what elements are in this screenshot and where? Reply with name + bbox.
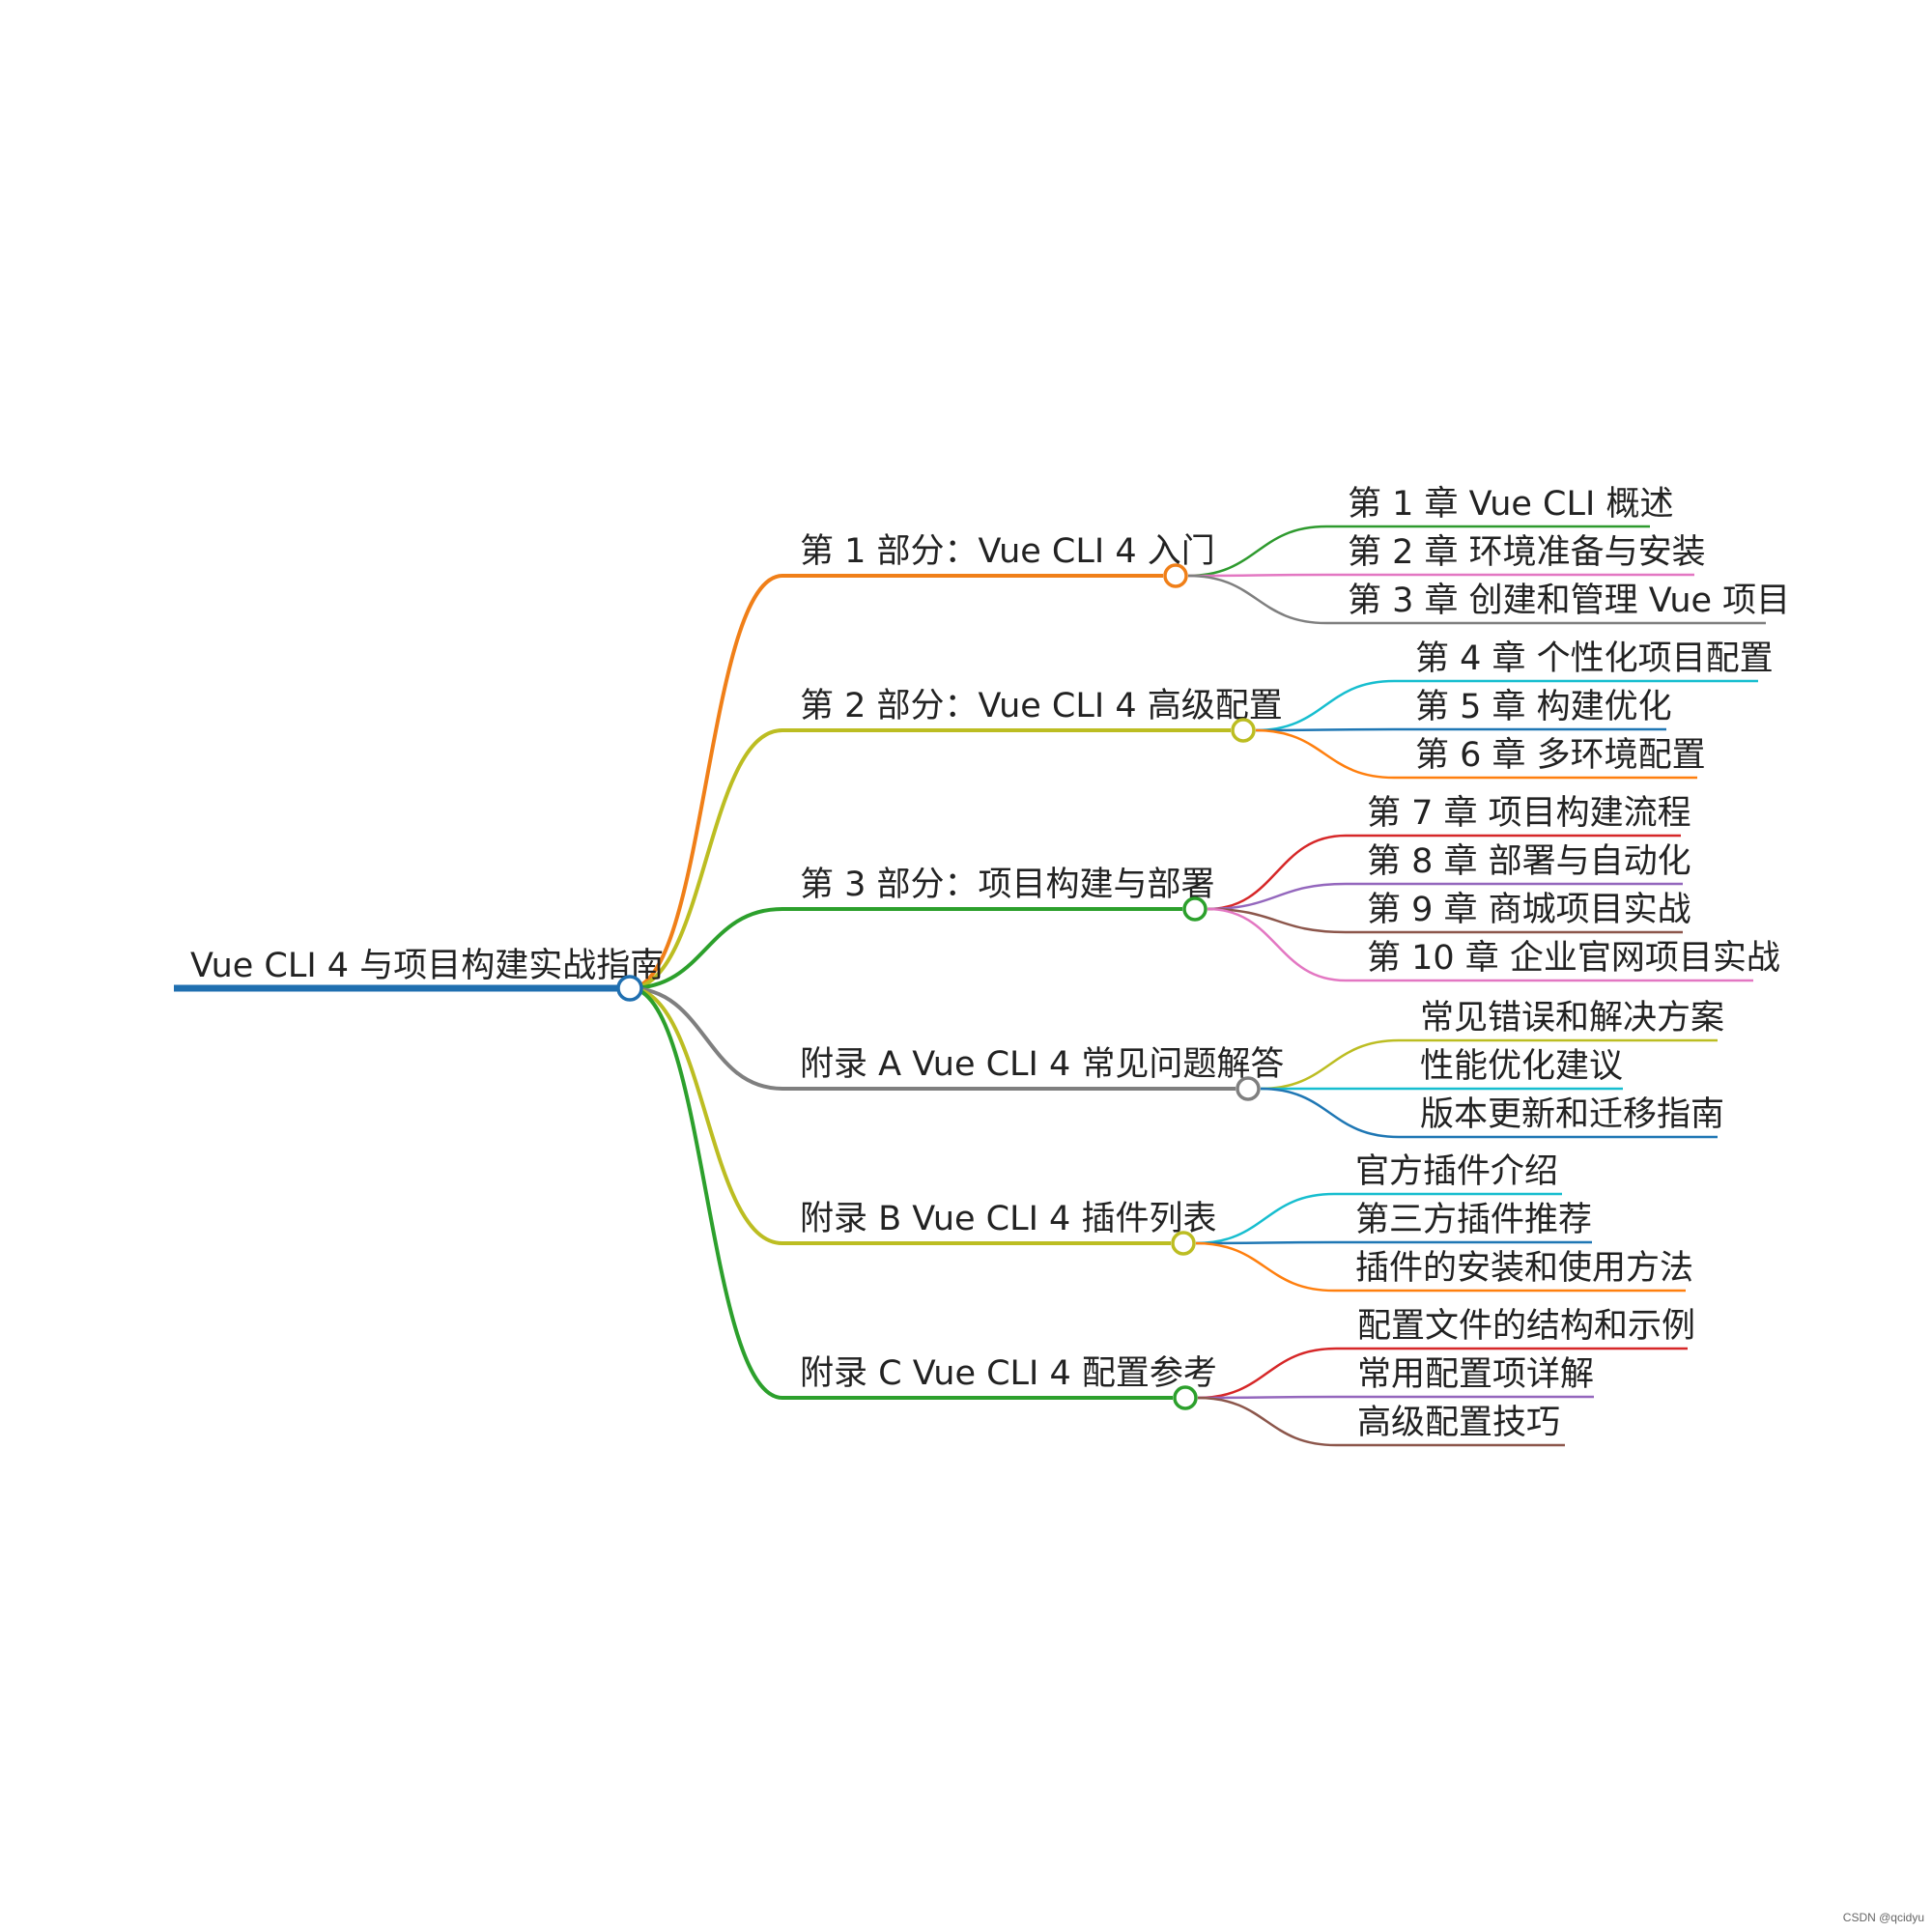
branch-connector	[629, 728, 783, 990]
branch-label: 第 2 部分：Vue CLI 4 高级配置	[800, 687, 1283, 725]
leaf-label: 第 5 章 构建优化	[1415, 688, 1672, 726]
watermark: CSDN @qcidyu	[1842, 1911, 1924, 1924]
root-label: Vue CLI 4 与项目构建实战指南	[190, 947, 664, 985]
branch-node-toggle[interactable]	[1173, 1385, 1198, 1410]
leaf-label: 配置文件的结构和示例	[1357, 1307, 1695, 1346]
leaf-connector	[1207, 882, 1347, 911]
leaf-connector	[1255, 679, 1395, 732]
root-node-toggle[interactable]	[616, 975, 643, 1002]
branch-node-toggle[interactable]	[1231, 718, 1256, 743]
leaf-label: 第三方插件推荐	[1355, 1201, 1592, 1239]
leaf-connector	[1207, 907, 1347, 934]
leaf-connector	[1197, 1395, 1337, 1400]
leaf-label: 第 3 章 创建和管理 Vue 项目	[1348, 582, 1790, 620]
leaf-label: 常用配置项详解	[1357, 1355, 1594, 1394]
leaf-label: 第 7 章 项目构建流程	[1367, 794, 1691, 833]
branch-connector	[629, 986, 783, 1245]
leaf-connector	[1187, 573, 1327, 578]
leaf-connector	[1197, 1347, 1337, 1400]
leaf-label: 常见错误和解决方案	[1420, 999, 1724, 1037]
leaf-connector	[1187, 525, 1327, 578]
branch-label: 附录 A Vue CLI 4 常见问题解答	[800, 1045, 1284, 1084]
leaf-label: 性能优化建议	[1420, 1047, 1623, 1086]
leaf-connector	[1195, 1241, 1335, 1293]
leaf-connector	[1260, 1087, 1400, 1139]
leaf-connector	[1195, 1192, 1335, 1245]
branch-connector	[629, 986, 783, 1400]
branch-node-toggle[interactable]	[1171, 1231, 1196, 1256]
leaf-connector	[1255, 728, 1395, 780]
mindmap-edges	[174, 525, 1766, 1447]
mindmap-nodes	[616, 563, 1261, 1410]
leaf-connector	[1197, 1396, 1337, 1447]
branch-node-toggle[interactable]	[1182, 896, 1208, 922]
leaf-label: 第 2 章 环境准备与安装	[1348, 533, 1706, 572]
branch-label: 第 1 部分：Vue CLI 4 入门	[800, 532, 1215, 571]
branch-connector	[629, 986, 783, 1091]
leaf-label: 第 4 章 个性化项目配置	[1415, 639, 1774, 678]
leaf-label: 第 10 章 企业官网项目实战	[1367, 939, 1780, 978]
branch-node-toggle[interactable]	[1163, 563, 1188, 588]
leaf-label: 第 6 章 多环境配置	[1415, 736, 1706, 775]
leaf-label: 高级配置技巧	[1357, 1404, 1560, 1442]
branch-label: 第 3 部分：项目构建与部署	[800, 866, 1215, 904]
branch-label: 附录 C Vue CLI 4 配置参考	[800, 1354, 1217, 1393]
leaf-label: 第 9 章 商城项目实战	[1367, 891, 1691, 929]
branch-node-toggle[interactable]	[1236, 1076, 1261, 1101]
leaf-label: 第 8 章 部署与自动化	[1367, 842, 1691, 881]
branch-label: 附录 B Vue CLI 4 插件列表	[800, 1200, 1216, 1238]
leaf-label: 第 1 章 Vue CLI 概述	[1348, 485, 1673, 524]
leaf-label: 版本更新和迁移指南	[1420, 1095, 1724, 1134]
leaf-connector	[1187, 574, 1327, 625]
branch-connector	[629, 907, 783, 990]
leaf-label: 官方插件介绍	[1355, 1152, 1558, 1191]
leaf-connector	[1255, 727, 1395, 732]
leaf-connector	[1207, 907, 1347, 982]
leaf-connector	[1195, 1240, 1335, 1245]
branch-connector	[629, 574, 783, 990]
leaf-connector	[1207, 834, 1347, 911]
leaf-connector	[1260, 1038, 1400, 1091]
leaf-label: 插件的安装和使用方法	[1355, 1249, 1693, 1288]
